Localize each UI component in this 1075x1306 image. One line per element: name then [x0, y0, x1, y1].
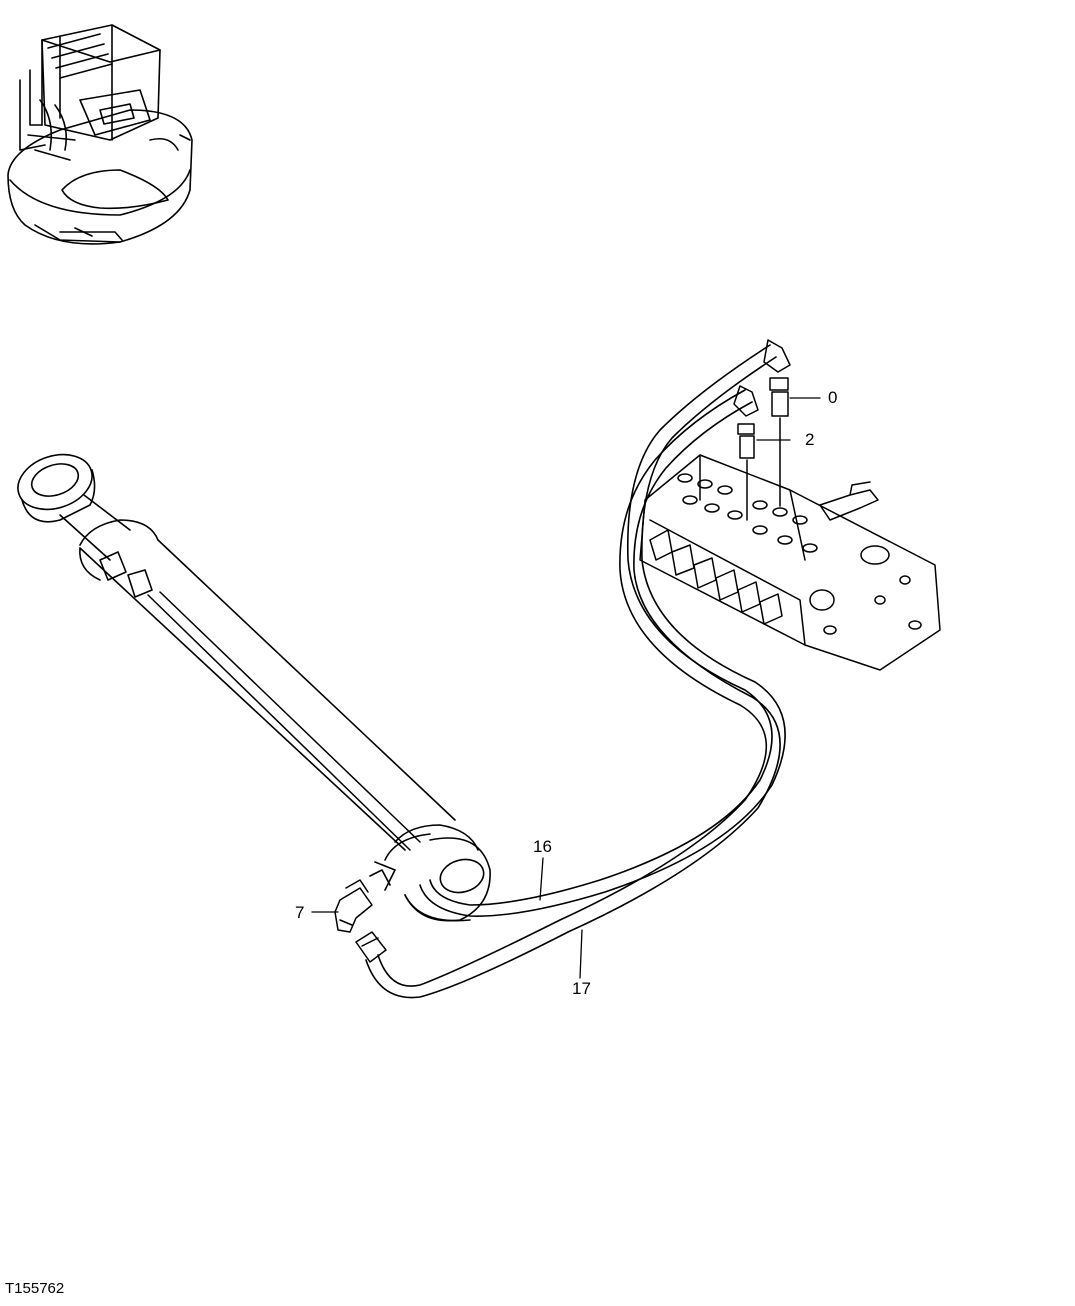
hose-end-fitting [355, 931, 387, 963]
callout-part-16: 16 [533, 837, 552, 856]
adapter-0 [769, 377, 789, 507]
upper-hose-fittings [733, 339, 791, 417]
callout-part-17: 17 [572, 979, 591, 998]
hose-17 [365, 389, 781, 999]
leader-lines [311, 397, 821, 979]
hydraulic-cylinder [17, 453, 491, 922]
control-valve [639, 454, 941, 671]
adapter-2 [737, 423, 755, 521]
rigid-tube [147, 591, 421, 851]
elbow-fitting [334, 879, 373, 933]
hose-16 [419, 344, 786, 917]
diagram-id-label: T155762 [5, 1280, 65, 1297]
callout-part-0: 0 [828, 388, 838, 407]
callout-part-2: 2 [805, 430, 815, 449]
callout-part-7: 7 [295, 903, 305, 922]
machine-locator-icon [7, 24, 193, 245]
